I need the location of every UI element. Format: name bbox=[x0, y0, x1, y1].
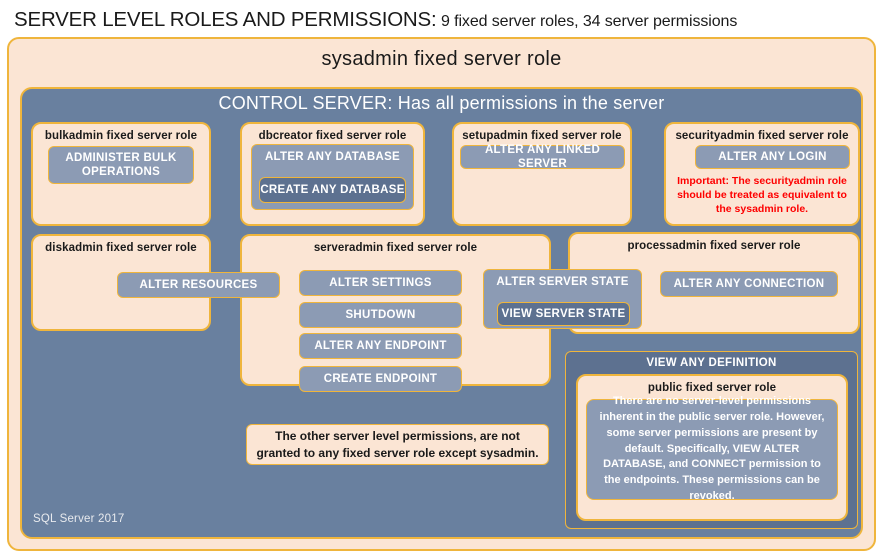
permission-alter-settings[interactable]: ALTER SETTINGS bbox=[299, 270, 462, 296]
permission-administer-bulk-operations[interactable]: ADMINISTER BULK OPERATIONS bbox=[48, 146, 194, 184]
page-title: SERVER LEVEL ROLES AND PERMISSIONS: 9 fi… bbox=[14, 8, 874, 34]
control-server-label: CONTROL SERVER: Has all permissions in t… bbox=[218, 93, 665, 113]
securityadmin-warning-note: Important: The securityadmin role should… bbox=[677, 175, 847, 216]
permission-alter-any-endpoint[interactable]: ALTER ANY ENDPOINT bbox=[299, 333, 462, 359]
permission-view-server-state[interactable]: VIEW SERVER STATE bbox=[497, 302, 630, 326]
sysadmin-role-label: sysadmin fixed server role bbox=[321, 48, 562, 70]
footer-product-label: SQL Server 2017 bbox=[33, 513, 125, 525]
permission-alter-any-linked-server[interactable]: ALTER ANY LINKED SERVER bbox=[460, 144, 625, 170]
page-title-main: SERVER LEVEL ROLES AND PERMISSIONS: bbox=[14, 8, 437, 31]
other-permissions-note: The other server level permissions, are … bbox=[246, 424, 549, 465]
role-card-securityadmin: securityadmin fixed server role bbox=[664, 122, 860, 226]
role-title-serveradmin: serveradmin fixed server role bbox=[313, 242, 478, 254]
permission-view-any-definition-label: VIEW ANY DEFINITION bbox=[646, 357, 777, 369]
permission-create-endpoint[interactable]: CREATE ENDPOINT bbox=[299, 366, 462, 392]
role-title-processadmin: processadmin fixed server role bbox=[627, 240, 801, 252]
permission-alter-any-connection[interactable]: ALTER ANY CONNECTION bbox=[660, 271, 838, 297]
role-title-dbcreator: dbcreator fixed server role bbox=[258, 130, 407, 142]
role-title-bulkadmin: bulkadmin fixed server role bbox=[44, 130, 198, 142]
role-title-setupadmin: setupadmin fixed server role bbox=[462, 130, 622, 142]
role-title-diskadmin: diskadmin fixed server role bbox=[45, 242, 197, 254]
permission-alter-any-login[interactable]: ALTER ANY LOGIN bbox=[695, 145, 850, 169]
page-title-sub: 9 fixed server roles, 34 server permissi… bbox=[440, 13, 738, 30]
role-card-setupadmin: setupadmin fixed server role bbox=[452, 122, 632, 226]
public-role-description: There are no server-level permissions in… bbox=[586, 395, 838, 502]
role-card-diskadmin: diskadmin fixed server role bbox=[31, 234, 211, 331]
permission-alter-any-database-label: ALTER ANY DATABASE bbox=[264, 151, 401, 163]
role-title-public: public fixed server role bbox=[647, 382, 777, 394]
permission-create-any-database[interactable]: CREATE ANY DATABASE bbox=[259, 177, 406, 203]
permission-shutdown[interactable]: SHUTDOWN bbox=[299, 302, 462, 328]
role-title-securityadmin: securityadmin fixed server role bbox=[675, 130, 849, 142]
permission-alter-resources[interactable]: ALTER RESOURCES bbox=[117, 272, 280, 298]
permission-alter-server-state-label: ALTER SERVER STATE bbox=[496, 276, 629, 288]
